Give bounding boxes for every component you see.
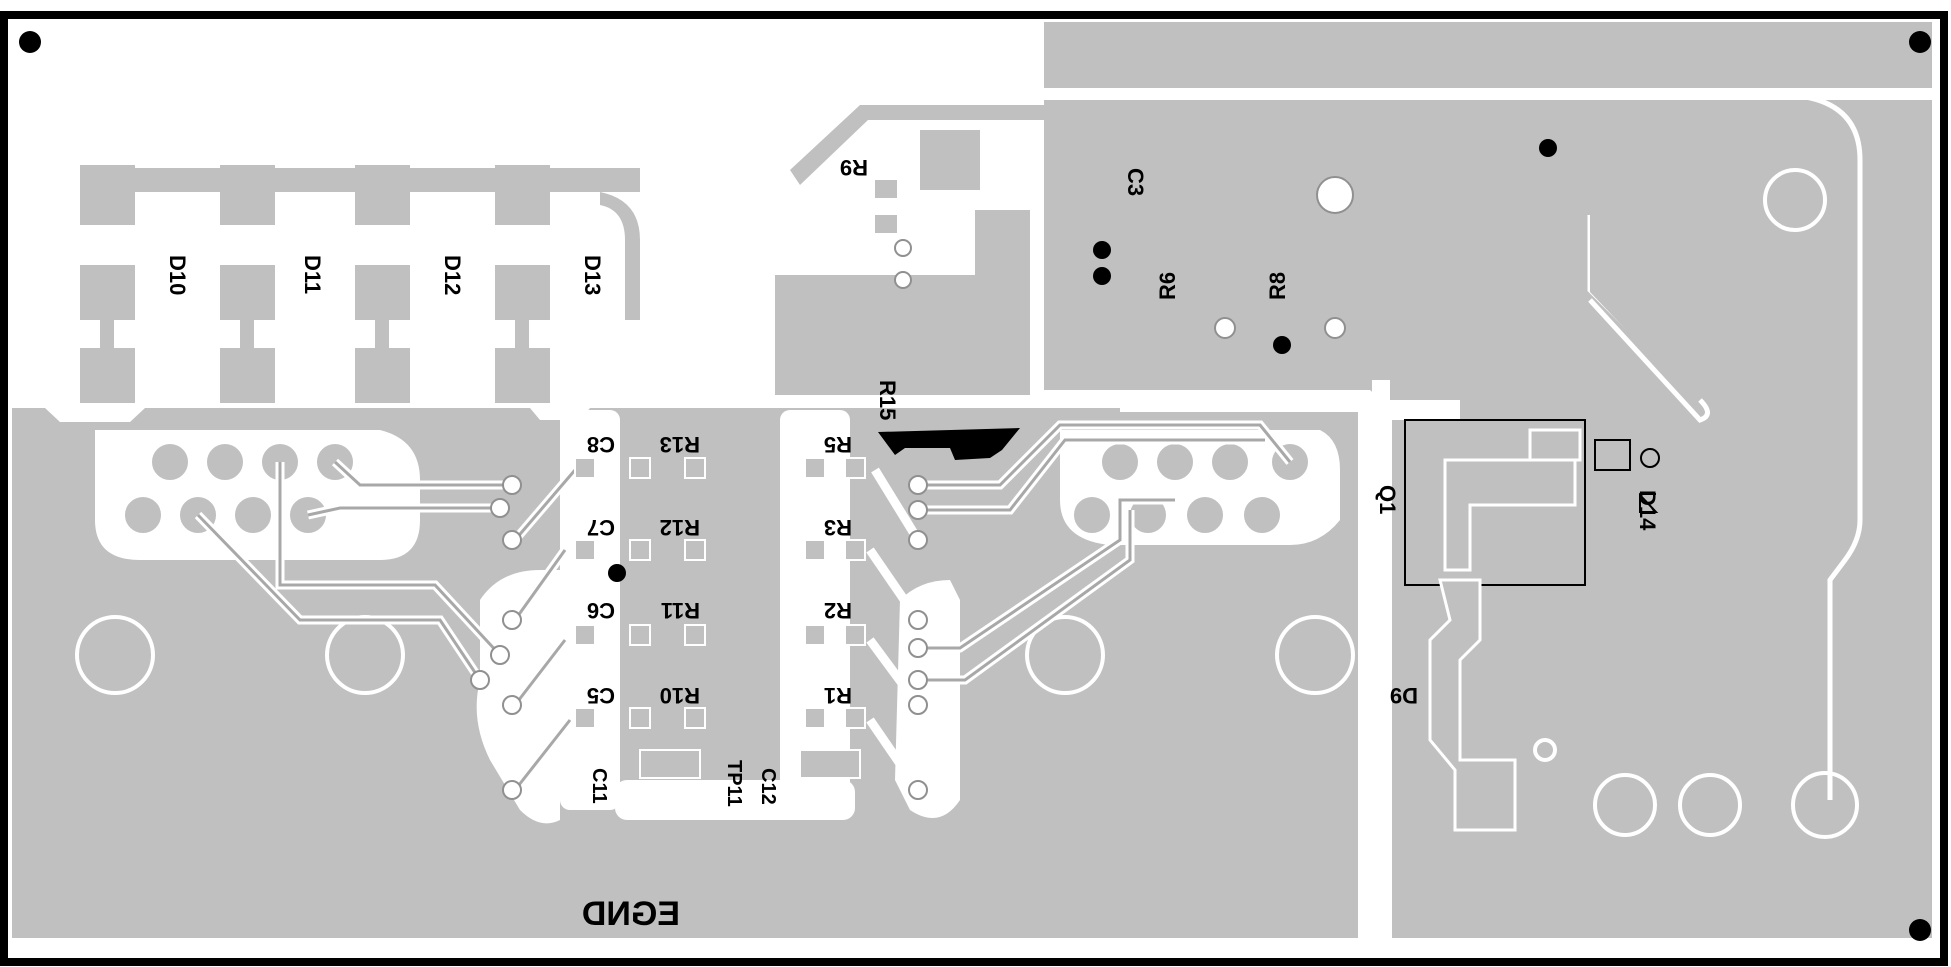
filled-vias	[608, 241, 1291, 582]
ref-c8: C8	[587, 432, 615, 457]
ref-c5: C5	[587, 683, 615, 708]
ref-d13: D13	[580, 255, 605, 295]
smd-pads	[574, 457, 866, 779]
ref-r3: R3	[824, 515, 852, 540]
ref-r15: R15	[875, 380, 900, 420]
ref-c3: C3	[1123, 168, 1148, 196]
silkscreen-labels: D10 D11 D12 D13 R9 C3 R6 R8 R15 C8 R13 C…	[165, 155, 1660, 933]
vias	[470, 176, 1354, 800]
center-copper	[775, 105, 1825, 395]
ref-r5: R5	[824, 432, 852, 457]
ref-r9: R9	[840, 155, 868, 180]
mounting-holes	[19, 31, 1931, 941]
egnd-label: EGND	[582, 895, 680, 933]
ref-q1: Q1	[1375, 485, 1400, 514]
r15-pad	[878, 428, 1020, 460]
header-pads-right	[1070, 440, 1312, 537]
ref-c12: C12	[757, 768, 779, 805]
ref-r12: R12	[660, 515, 700, 540]
ref-d14: D14	[1635, 490, 1660, 531]
ref-c7: C7	[587, 515, 615, 540]
ref-r2: R2	[824, 598, 852, 623]
ref-c11: C11	[588, 768, 610, 804]
q1-footprint	[1404, 419, 1586, 832]
ref-d10: D10	[165, 255, 190, 295]
ref-d9: D9	[1390, 683, 1418, 708]
led-pads	[80, 165, 640, 403]
ref-r1: R1	[824, 683, 852, 708]
header-pads-left	[121, 440, 357, 537]
ref-c6: C6	[587, 598, 615, 623]
d14-symbol	[1594, 439, 1660, 513]
ref-r8: R8	[1265, 272, 1290, 300]
ref-r11: R11	[661, 598, 700, 623]
ref-tp11: TP11	[723, 760, 745, 807]
standoff-pads	[75, 168, 1859, 839]
ref-d11: D11	[300, 255, 325, 294]
ref-r13: R13	[660, 432, 700, 457]
ref-r6: R6	[1155, 272, 1180, 300]
right-traces	[1044, 92, 1863, 800]
ref-r10: R10	[660, 683, 700, 708]
ref-d12: D12	[440, 255, 465, 295]
